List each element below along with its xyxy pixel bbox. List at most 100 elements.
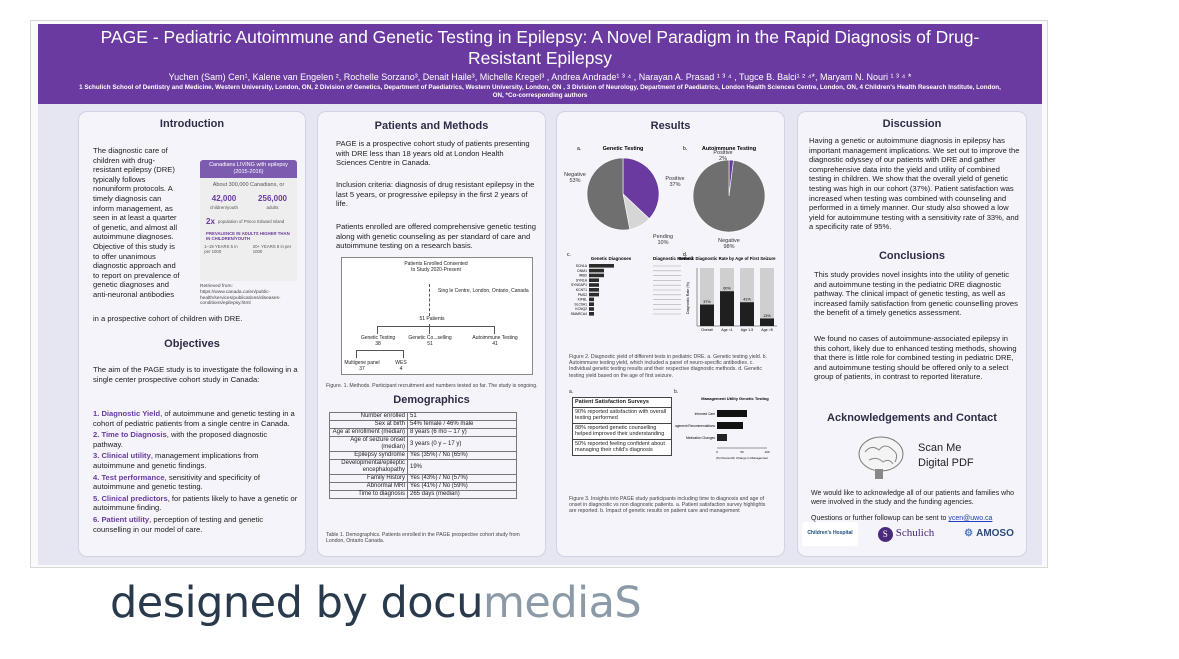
pie-value: 2% (719, 156, 727, 162)
amoso-logo: ⚙AMOSO (954, 522, 1024, 546)
introduction-line: genetic diagnoses and (93, 280, 169, 290)
methods-paragraph-3: Patients enrolled are offered comprehens… (336, 222, 536, 251)
objective-item: 1. Diagnostic Yield, of autoimmune and g… (93, 409, 298, 428)
methods-paragraph-1: PAGE is a prospective cohort study of pa… (336, 139, 530, 168)
introduction-line: to report on prevalence of (93, 270, 180, 280)
amoso-logo-text: AMOSO (976, 528, 1014, 540)
bar-category: DNM1 (577, 269, 587, 273)
flow-genetic-testing: Genetic Testing (360, 335, 396, 341)
objective-label: 6. Patient utility (93, 514, 150, 524)
bar-category: Age >5 (761, 328, 773, 332)
infographic-children-label: children/youth (210, 205, 239, 211)
bar-category: KIFBL (578, 298, 588, 302)
bar (717, 434, 727, 441)
flow-autoimmune: Autoimmune Testing (472, 335, 518, 341)
poster-title: PAGE - Pediatric Autoimmune and Genetic … (100, 27, 980, 68)
bar (589, 302, 594, 306)
age-diagnostic-rate-chart: d.Genetic Diagnostic Rate by Age of Firs… (678, 252, 777, 332)
infographic-years: (2015-2016) (233, 169, 264, 175)
introduction-text-last: in a prospective cohort of children with… (93, 314, 243, 323)
objective-label: 4. Test performance (93, 472, 165, 482)
bar-panel-label: c. (567, 252, 571, 258)
flow-site: Sing le Centre, London, Ontario, Canada (438, 288, 529, 294)
pie-label: Pending (653, 234, 673, 240)
poster-affiliations: 1 Schulich School of Dentistry and Medic… (79, 84, 1001, 99)
bar-category: SCN1A (576, 264, 588, 268)
bar-panel-label: d. (683, 252, 687, 258)
infographic-title: Canadians LIVING with epilepsy (209, 162, 288, 168)
poster: PAGE - Pediatric Autoimmune and Genetic … (38, 24, 1042, 565)
discussion-heading: Discussion (882, 118, 942, 130)
pie-panel-label: b. (683, 146, 687, 152)
methods-heading: Patients and Methods (374, 120, 489, 132)
objective-item: 3. Clinical utility, management implicat… (93, 451, 298, 470)
introduction-line: anti-neuronal antibodies (93, 289, 175, 299)
designed-by-footer: designed by documediaS (110, 578, 642, 628)
demographics-label: Family History (329, 474, 408, 483)
conclusions-paragraph-2: We found no cases of autoimmune-associat… (814, 334, 1017, 382)
bar (740, 302, 754, 326)
introduction-line: timely diagnosis can (93, 193, 162, 203)
contact-email-link[interactable]: ycen@uwo.ca (948, 515, 993, 522)
contact-prefix: Questions or further followup can be sen… (811, 515, 949, 522)
bar-value-label: 13% (763, 314, 771, 318)
pie-label: Positive (665, 176, 684, 182)
conclusions-paragraph-1: This study provides novel insights into … (814, 270, 1018, 318)
objective-item: 6. Patient utility, perception of testin… (93, 515, 298, 534)
objective-text: , perception of testing and genetic coun… (93, 514, 264, 534)
objectives-list: 1. Diagnostic Yield, of autoimmune and g… (93, 409, 298, 536)
demographics-value: Yes (43%) / No (57%) (407, 474, 517, 483)
methods-panel: Patients and Methods PAGE is a prospecti… (317, 111, 546, 557)
satisfaction-row: 50% reported feeling confident about man… (572, 438, 672, 456)
scan-me-text: Scan Me (918, 442, 962, 454)
flow-counselling-n: 51 (427, 341, 433, 347)
objectives-heading: Objectives (164, 338, 220, 350)
objective-text: , management implications from autoimmun… (93, 451, 259, 470)
management-utility-chart: Management Utility Genetic TestingInform… (675, 396, 770, 460)
pie-value: 98% (723, 244, 734, 250)
bar (720, 291, 734, 326)
bar (700, 304, 714, 326)
pie-slice (692, 159, 766, 233)
demographics-caption: Table 1. Demographics. Patients enrolled… (326, 532, 520, 545)
bar (589, 297, 594, 302)
pie-slice (622, 157, 660, 220)
infographic-adults-value: 256,000 (258, 193, 287, 203)
pie-value: 37% (669, 182, 680, 188)
objective-text: , for patients likely to have a genetic … (93, 493, 298, 513)
flow-enrolled: Patients Enrolled Consented to Study 202… (404, 261, 468, 273)
objective-label: 2. Time to Diagnosis (93, 430, 167, 440)
objective-label: 3. Clinical utility (93, 451, 151, 461)
bar (589, 264, 614, 268)
pie-value: 53% (569, 178, 580, 184)
introduction-line: nonuniform protocols. A (93, 184, 173, 194)
results-heading: Results (650, 120, 691, 132)
satisfaction-row: 90% reported satisfaction with overall t… (572, 406, 672, 424)
brain-qr-icon[interactable] (855, 432, 907, 482)
contact-line: Questions or further followup can be sen… (811, 514, 1021, 523)
introduction-line: resistant epilepsy (DRE) (93, 165, 175, 175)
bar (717, 410, 747, 417)
introduction-line: diagnostic approach and (93, 261, 176, 271)
bar-category: KCNQ2 (575, 307, 587, 311)
designed-by-text: designed by (110, 578, 381, 628)
objective-text: , sensitivity and specificity of autoimm… (93, 472, 260, 492)
satisfaction-row: 88% reported genetic counselling helped … (572, 422, 672, 440)
demographics-value: 3 years (0 y – 17 y) (407, 436, 517, 452)
objective-text: , with the proposed diagnostic pathway. (93, 430, 268, 449)
panel-b-label: b. (674, 389, 679, 395)
flow-autoimmune-n: 41 (492, 341, 498, 347)
pie-panel-label: a. (577, 146, 581, 152)
infographic-prevalence-title: PREVALENCE IN ADULTS HIGHER THAN IN CHIL… (206, 231, 290, 242)
demographics-value: 51 (407, 412, 517, 421)
objective-item: 2. Time to Diagnosis, with the proposed … (93, 430, 298, 449)
demographics-row: Age of seizure onset (median)3 years (0 … (329, 436, 517, 452)
autoimmune-testing-pie: b.Autoimmune TestingPositive2%Negative98… (683, 146, 766, 250)
epilepsy-infographic: Canadians LIVING with epilepsy (2015-201… (200, 160, 297, 281)
